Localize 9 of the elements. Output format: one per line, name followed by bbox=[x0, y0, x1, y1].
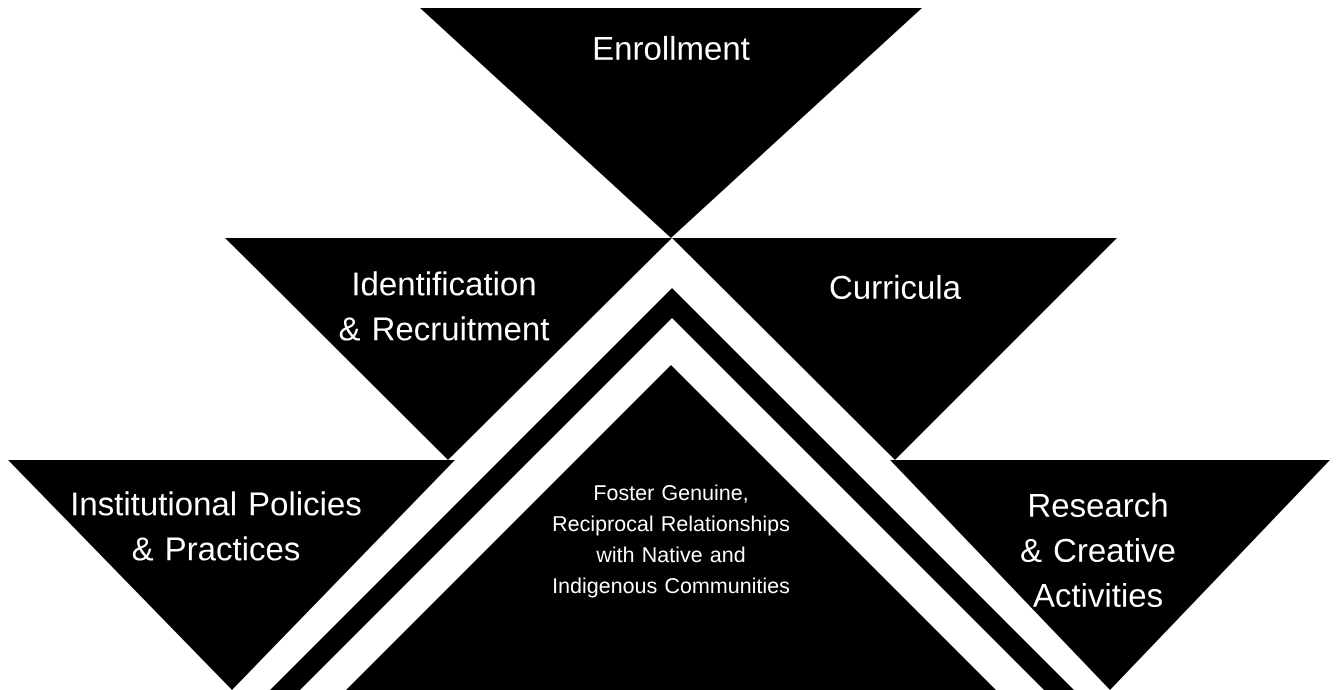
triangle: Research & Creative Activities bbox=[890, 460, 1330, 690]
node-label: Research & Creative Activities bbox=[1021, 492, 1175, 608]
triangle: Curricula bbox=[672, 238, 1117, 460]
triangle: Enrollment bbox=[420, 8, 922, 238]
node-label: Curricula bbox=[830, 274, 961, 300]
triangle: Identification & Recruitment bbox=[225, 238, 672, 460]
node-label: Identification & Recruitment bbox=[339, 271, 550, 341]
node-label: Foster Genuine, Reciprocal Relationships with Native and Indigenous Communities bbox=[553, 484, 790, 598]
triangle: Institutional Policies & Practices bbox=[8, 460, 455, 690]
